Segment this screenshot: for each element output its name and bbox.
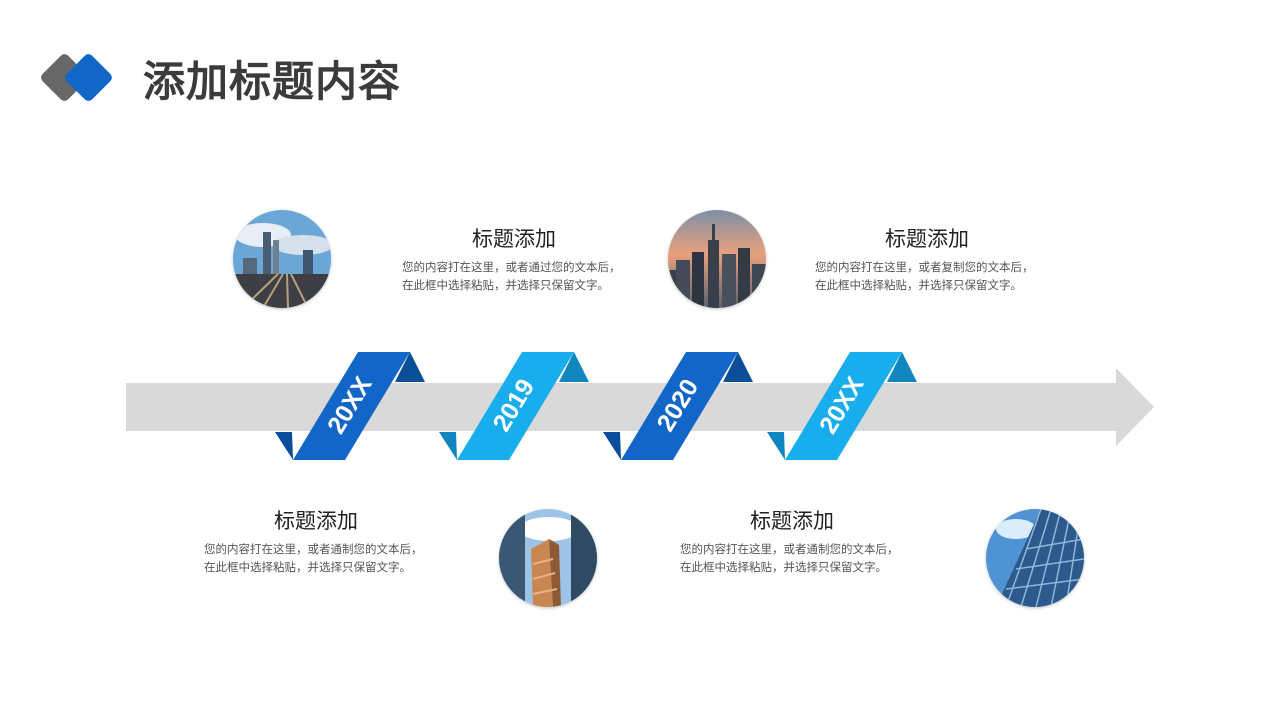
page-title: 添加标题内容 <box>143 57 402 106</box>
city-photo-1 <box>233 210 331 308</box>
block-heading: 标题添加 <box>750 509 834 533</box>
block-description: 您的内容打在这里，或者通制您的文本后， 在此框中选择粘贴，并选择只保留文字。 <box>680 542 899 574</box>
logo-icon <box>41 54 112 101</box>
city-photo-4 <box>986 509 1084 607</box>
milestone-ribbon: 2020 <box>603 352 753 460</box>
text-block: 标题添加 您的内容打在这里，或者通制您的文本后， 在此框中选择粘贴，并选择只保留… <box>191 507 441 576</box>
city-photo-3 <box>499 509 597 607</box>
text-block: 标题添加 您的内容打在这里，或者通过您的文本后， 在此框中选择粘贴，并选择只保留… <box>389 225 639 294</box>
block-description: 您的内容打在这里，或者通制您的文本后， 在此框中选择粘贴，并选择只保留文字。 <box>204 542 423 574</box>
block-heading: 标题添加 <box>274 509 358 533</box>
text-block: 标题添加 您的内容打在这里，或者复制您的文本后， 在此框中选择粘贴，并选择只保留… <box>802 225 1052 294</box>
milestone-ribbon: 20XX <box>275 352 425 460</box>
block-description: 您的内容打在这里，或者通过您的文本后， 在此框中选择粘贴，并选择只保留文字。 <box>402 260 621 292</box>
city-photo-2 <box>668 210 766 308</box>
block-heading: 标题添加 <box>885 227 969 251</box>
block-heading: 标题添加 <box>472 227 556 251</box>
text-block: 标题添加 您的内容打在这里，或者通制您的文本后， 在此框中选择粘贴，并选择只保留… <box>667 507 917 576</box>
block-description: 您的内容打在这里，或者复制您的文本后， 在此框中选择粘贴，并选择只保留文字。 <box>815 260 1034 292</box>
